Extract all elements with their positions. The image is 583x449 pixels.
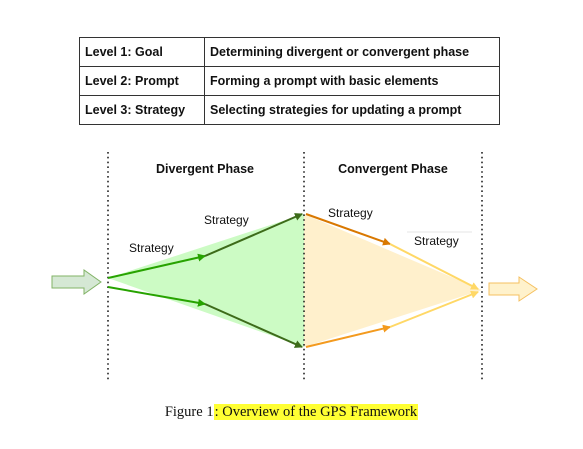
caption-prefix: Figure 1 [164, 404, 214, 420]
output-arrow [488, 276, 538, 302]
divergent-region [108, 214, 304, 347]
caption-highlighted-text: : Overview of the GPS Framework [213, 404, 419, 420]
strategy-label: Strategy [129, 241, 174, 255]
level-description-cell: Selecting strategies for updating a prom… [204, 95, 500, 125]
convergent-phase-label: Convergent Phase [338, 162, 448, 176]
level-description-cell: Forming a prompt with basic elements [204, 66, 500, 96]
divergent-phase-label: Divergent Phase [156, 162, 254, 176]
strategy-label: Strategy [204, 213, 249, 227]
input-arrow [51, 269, 102, 295]
convergent-region [304, 214, 482, 347]
strategy-label: Strategy [414, 234, 459, 248]
table-row: Level 2: Prompt Forming a prompt with ba… [79, 66, 500, 96]
table-row: Level 3: Strategy Selecting strategies f… [79, 95, 500, 125]
convergent-arrow-upper-first [305, 213, 391, 246]
convergent-arrow-lower-second [389, 290, 479, 328]
convergent-arrow-upper-second [389, 243, 479, 290]
convergent-arrow-lower-first [305, 324, 391, 348]
level-description-cell: Determining divergent or convergent phas… [204, 37, 500, 67]
divergent-arrow-lower-first [107, 286, 206, 307]
strategy-label: Strategy [328, 206, 373, 220]
table-row: Level 1: Goal Determining divergent or c… [79, 37, 500, 67]
figure-caption: Figure 1: Overview of the GPS Framework [0, 404, 583, 421]
divergent-arrow-upper-first [107, 253, 206, 279]
levels-table: Level 1: Goal Determining divergent or c… [79, 37, 500, 125]
level-name-cell: Level 1: Goal [79, 37, 205, 67]
divergent-arrow-upper-second [204, 213, 303, 257]
divergent-arrow-lower-second [204, 303, 303, 348]
